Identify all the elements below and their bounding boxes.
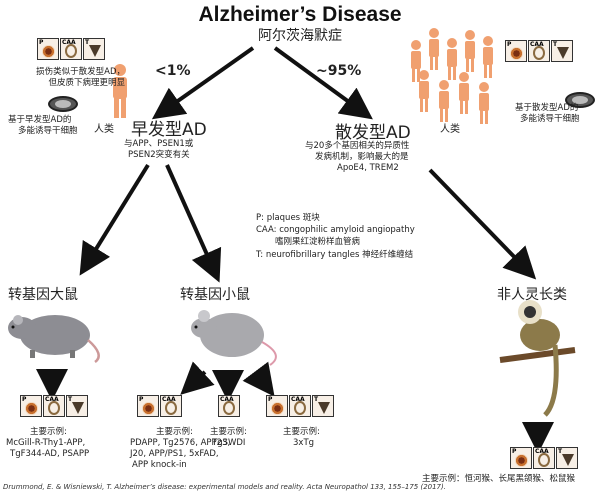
early-stemcell-line2: 多能诱导干细胞 [18,126,78,136]
mouse-g1-label: 主要示例: [156,427,193,437]
stem-cell-dish-early [48,96,78,112]
tile-caa-mouse-g1: CAA [160,395,182,417]
rat-examples-label: 主要示例: [30,427,67,437]
legend-tangles: T: neurofibrillary tangles 神经纤维缠结 [256,250,414,260]
citation: Drummond, E. & Wisniewski, T. Alzheimer’… [3,483,446,491]
primate-examples: 主要示例：恒河猴、长尾黑颌猴、松鼠猴 [422,474,576,484]
human-figure-early [113,64,127,118]
rat-examples-line2: TgF344-AD, PSAPP [10,449,90,459]
mouse-g2-label: 主要示例: [210,427,247,437]
arrow-to-sporadic-ad [273,46,373,120]
tile-tangle-primate: T [556,447,578,469]
mouse-g1-line1: PDAPP, Tg2576, APP23, [130,438,231,448]
mouse-illustration [191,310,277,366]
arrow-to-mouse [165,164,222,283]
early-stemcell-line1: 基于早发型AD的 [8,115,72,125]
mouse-g3-label: 主要示例: [283,427,320,437]
sporadic-human-label: 人类 [440,124,460,135]
legend-caa-zh: 嗜刚果红淀粉样血管病 [275,237,361,247]
tile-caa-rat: CAA [43,395,65,417]
tile-plaque-mouse-g3: P [266,395,288,417]
tile-plaque-mouse-g1: P [137,395,159,417]
sporadic-ad-desc-line3: ApoE4, TREM2 [337,163,399,173]
sporadic-ad-desc-line1: 与20多个基因相关的异质性 [305,141,410,151]
early-human-label: 人类 [94,124,114,135]
rat-examples-line1: McGill-R-Thy1-APP, [6,438,86,448]
tile-caa-sporadic: CAA [528,40,550,62]
mouse-g2-line1: TgSWDI [212,438,246,448]
arrow-to-rat [79,163,150,276]
early-ad-title: 早发型AD [131,120,207,140]
tile-caa-mouse-g3: CAA [289,395,311,417]
tile-plaque-early: P [37,38,59,60]
arrow-to-primate [428,168,537,280]
early-injury-line2: 但皮质下病理更明显 [48,78,125,88]
sporadic-ad-desc-line2: 发病机制，影响最大的是 [315,152,409,162]
early-ad-percent: <1% [155,63,191,79]
primate-model-title: 非人灵长类 [497,287,567,303]
page-subtitle: 阿尔茨海默症 [258,28,342,44]
early-ad-desc-line2: PSEN2突变有关 [128,150,190,160]
tile-plaque-rat: P [20,395,42,417]
legend-caa: CAA: congophilic amyloid angiopathy [256,225,415,235]
tile-tangle-mouse-g3: T [312,395,334,417]
sporadic-ad-percent: ~95% [316,63,362,79]
tile-caa-early: CAA [60,38,82,60]
legend-plaques: P: plaques 斑块 [256,213,320,223]
early-ad-desc-line1: 与APP、PSEN1或 [124,139,194,149]
tile-tangle-early: T [83,38,105,60]
arrow-mouse-right [242,361,275,397]
mouse-g3-line1: 3xTg [293,438,315,448]
stem-cell-dish-sporadic [565,92,595,108]
page-title: Alzheimer’s Disease [198,3,402,26]
tile-caa-mouse-g2: CAA [218,395,240,417]
arrow-to-early-ad [151,46,255,120]
rat-illustration [8,315,100,364]
tile-tangle-rat: T [66,395,88,417]
tile-plaque-primate: P [510,447,532,469]
primate-illustration [499,300,576,417]
tile-plaque-sporadic: P [505,40,527,62]
tile-tangle-sporadic: T [551,40,573,62]
arrow-mouse-left [180,361,215,395]
early-injury-line1: 损伤类似于散发型AD， [36,67,125,77]
sporadic-stemcell-line1: 基于散发型AD的 [515,103,579,113]
mouse-model-title: 转基因小鼠 [180,287,250,303]
mouse-g1-line2: J20, APP/PS1, 5xFAD, [130,449,219,459]
sporadic-stemcell-line2: 多能诱导干细胞 [520,114,580,124]
tile-caa-primate: CAA [533,447,555,469]
sporadic-ad-title: 散发型AD [335,123,411,143]
mouse-g1-line3: APP knock-in [132,460,187,470]
human-crowd-sporadic [411,28,493,124]
rat-model-title: 转基因大鼠 [8,287,78,303]
